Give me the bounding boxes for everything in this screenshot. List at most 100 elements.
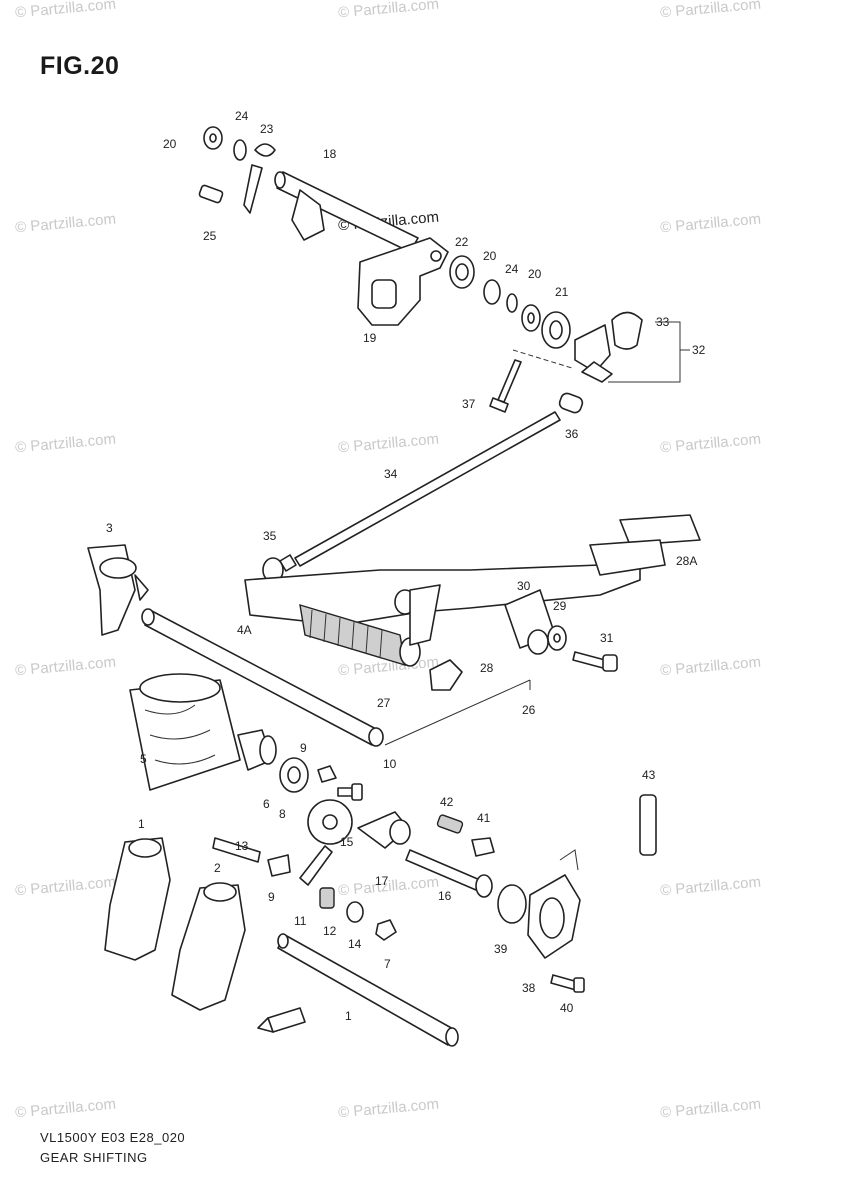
callout-label: 4A — [237, 623, 252, 637]
seal-label-part — [639, 794, 657, 856]
model-code: VL1500Y E03 E28_020 — [40, 1130, 186, 1145]
callout-label: 13 — [235, 839, 249, 853]
leader-bracket — [512, 321, 690, 383]
callout-label: 27 — [377, 696, 391, 710]
tie-rod-end-part — [558, 392, 584, 414]
callout-label: 40 — [560, 1001, 574, 1015]
callout-label: 38 — [522, 981, 536, 995]
cam-drum-part — [129, 673, 277, 791]
fork-shaft-part — [277, 933, 459, 1047]
callout-label: 22 — [455, 235, 469, 249]
callout-label: 20 — [483, 249, 497, 263]
circlip-part — [506, 293, 518, 313]
callout-label: 2 — [214, 861, 221, 875]
pawl-lifter-part — [267, 854, 291, 877]
callout-label: 3 — [106, 521, 113, 535]
lever-leader — [384, 679, 531, 746]
pin-part — [429, 659, 463, 691]
callout-label: 19 — [363, 331, 377, 345]
spring-part — [319, 887, 335, 909]
callout-label: 25 — [203, 229, 217, 243]
shaft-bolt-part — [405, 849, 493, 898]
callout-label: 20 — [163, 137, 177, 151]
callout-label: 31 — [600, 631, 614, 645]
washer-part — [547, 625, 567, 651]
shift-fork-part — [104, 837, 171, 961]
callout-label: 43 — [642, 768, 656, 782]
lever-boss-part — [394, 584, 441, 646]
nut-part — [375, 919, 397, 941]
o-ring-part — [497, 884, 527, 924]
callout-label: 39 — [494, 942, 508, 956]
shift-fork-part — [171, 882, 246, 1011]
callout-label: 37 — [462, 397, 476, 411]
callout-label: 34 — [384, 467, 398, 481]
footrest-rubber-part — [299, 604, 421, 667]
callout-label: 32 — [692, 343, 706, 357]
washer-part — [203, 126, 223, 150]
callout-label: 28 — [480, 661, 494, 675]
callout-label: 35 — [263, 529, 277, 543]
gearshift-arm-part — [574, 311, 643, 383]
callout-label: 30 — [517, 579, 531, 593]
callout-label: 6 — [263, 797, 270, 811]
pin-part — [471, 837, 495, 857]
callout-label: 23 — [260, 122, 274, 136]
callout-label: 11 — [294, 914, 307, 928]
callout-label: 12 — [323, 924, 337, 938]
collar-part — [504, 589, 556, 655]
screw-part — [550, 974, 585, 993]
gearshift-rod-part — [279, 411, 561, 572]
front-arrow-part — [257, 1007, 306, 1033]
callout-label: 17 — [375, 874, 389, 888]
callout-label: 28A — [676, 554, 697, 568]
callout-label: 24 — [505, 262, 519, 276]
screw-part — [337, 783, 363, 801]
callout-label: 41 — [477, 811, 491, 825]
callout-label: 1 — [138, 817, 145, 831]
callout-labels: 20 24 23 18 25 22 20 24 20 21 33 32 19 3… — [106, 109, 706, 1023]
callout-label: 16 — [438, 889, 452, 903]
callout-label: 21 — [555, 285, 569, 299]
callout-label: 26 — [522, 703, 536, 717]
callout-label: 29 — [553, 599, 567, 613]
gearshift-shaft-part — [274, 171, 419, 253]
bolt-part — [212, 837, 261, 863]
callout-label: 9 — [268, 890, 275, 904]
callout-label: 33 — [656, 315, 670, 329]
oil-seal-part — [449, 255, 475, 289]
cam-driven-gear-part — [307, 799, 353, 845]
return-spring-part — [243, 143, 276, 214]
callout-label: 7 — [384, 957, 391, 971]
spring-part — [436, 814, 464, 834]
circlip-part — [233, 139, 247, 161]
callout-label: 14 — [348, 937, 362, 951]
neutral-switch-part — [527, 849, 581, 959]
callout-label: 9 — [300, 741, 307, 755]
callout-label: 18 — [323, 147, 337, 161]
washer-part — [483, 279, 501, 305]
bearing-part — [541, 311, 571, 349]
callout-label: 36 — [565, 427, 579, 441]
section-name: GEAR SHIFTING — [40, 1150, 148, 1165]
callout-label: 1 — [345, 1009, 352, 1023]
callout-label: 24 — [235, 109, 249, 123]
callout-label: 15 — [340, 835, 354, 849]
stopper-bolt-part — [198, 184, 224, 204]
gearshift-lever-part — [244, 514, 701, 626]
gearshift-fork-part — [87, 544, 149, 636]
callout-label: 8 — [279, 807, 286, 821]
cam-stopper-part — [357, 811, 411, 849]
washer-part — [521, 304, 541, 332]
cam-stopper-plate-part — [317, 765, 337, 783]
bolt-part — [489, 359, 522, 413]
callout-label: 20 — [528, 267, 542, 281]
shift-plate-part — [357, 237, 449, 326]
bolt-part — [572, 651, 618, 672]
washer-part — [346, 901, 364, 923]
fork-shaft-part — [141, 608, 384, 747]
callout-label: 42 — [440, 795, 454, 809]
callout-label: 5 — [140, 752, 147, 766]
pawl-part — [299, 845, 333, 886]
